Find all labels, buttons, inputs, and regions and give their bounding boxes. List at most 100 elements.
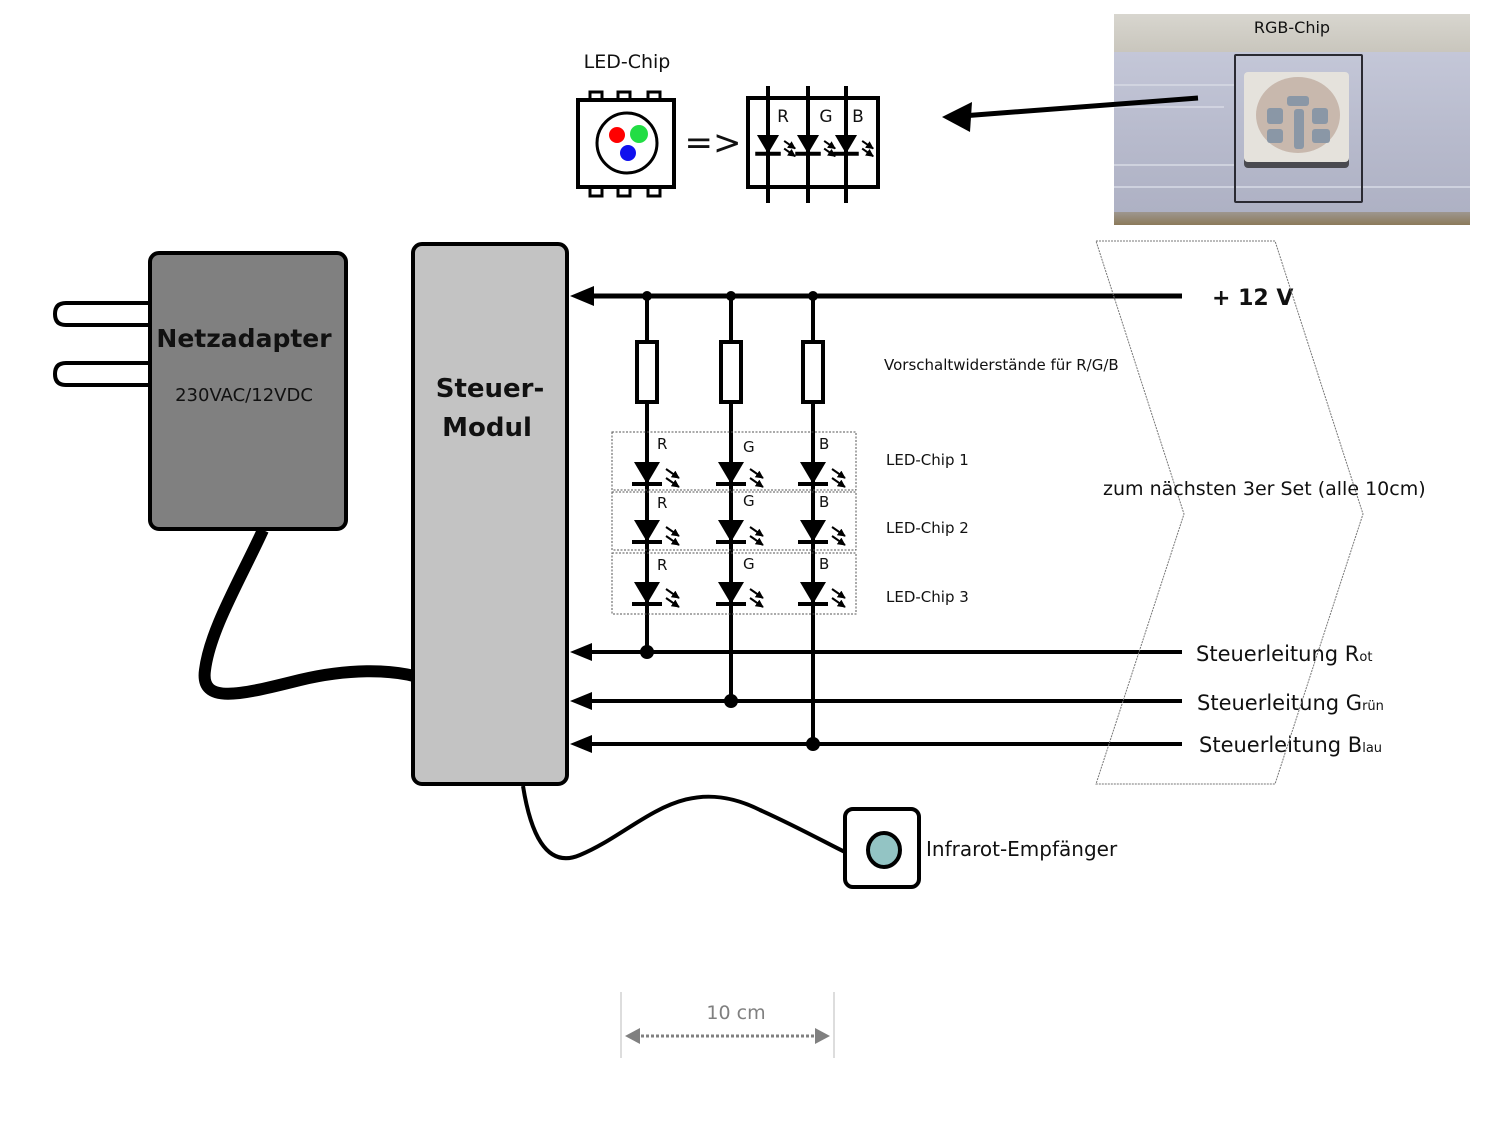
label-main: Steuerleitung [1197,691,1346,715]
chip-die [1312,108,1328,124]
chip1-label-b: B [819,435,829,453]
power-adapter [52,251,348,531]
led-chip-2-box [611,491,857,551]
chip2-r-diode-icon [634,520,660,542]
chip2-r-light-arrow-icon [665,535,680,546]
chip2-label-g: G [743,492,755,510]
label-initial: R [1345,642,1360,666]
led-chip-3-box [611,552,857,615]
chip-die [1267,108,1283,124]
resistor-icon [801,340,825,404]
ir-receiver-lens-icon [866,831,902,869]
chip3-g-diode-icon [718,582,744,604]
led-chip-1-label: LED-Chip 1 [886,451,969,469]
led-chip-3-label: LED-Chip 3 [886,588,969,606]
chip3-r-diode-icon [634,582,660,604]
schematic-label-b: B [852,107,864,127]
chip3-b-diode-icon [800,582,826,604]
photo-pointer-arrowhead [942,102,972,132]
label-initial: G [1346,691,1362,715]
schematic-b-diode-icon [834,135,858,154]
chip2-b-light-arrow-icon [831,526,846,537]
adapter-title: Netzadapter [156,324,332,353]
label-suffix: lau [1362,741,1382,756]
chip-outline [1234,54,1363,203]
control-line-green-label: Steuerleitung Grün [1197,691,1384,715]
label-suffix: ot [1359,650,1372,665]
schematic-b-light-arrow-icon [861,140,874,150]
supply-junction-dot [726,291,736,301]
blue-dot [620,145,636,161]
next-set-chevron [1095,240,1364,785]
schematic-label-g: G [819,107,832,127]
ir-receiver-label: Infrarot-Empfänger [926,837,1118,861]
pcb-trace [1114,84,1234,86]
chip1-r-diode-icon [634,462,660,484]
led-chip-1-box [611,431,857,491]
rgb-chip-photo: RGB-Chip [1114,14,1470,225]
pcb-trace [1114,186,1470,188]
dimension-arrow-right [815,1028,830,1044]
supply-bus-arrowhead [570,286,594,306]
supply-junction-dot [642,291,652,301]
rgb-schematic-icon [746,86,880,203]
schematic-g-light-arrow-icon [823,140,836,150]
chip3-label-g: G [743,555,755,573]
plug-prong [52,361,150,387]
chip3-b-light-arrow-icon [831,588,846,599]
chip2-b-light-arrow-icon [831,535,846,546]
chip2-r-light-arrow-icon [665,526,680,537]
chip1-b-light-arrow-icon [831,468,846,479]
control-module [411,242,569,786]
pcb-trace [1114,164,1234,166]
supply-junction-dot [808,291,818,301]
next-set-label: zum nächsten 3er Set (alle 10cm) [1103,478,1426,500]
chip1-g-light-arrow-icon [749,468,764,479]
chip1-r-light-arrow-icon [665,477,680,488]
control-line-red-label: Steuerleitung Rot [1196,642,1372,666]
schematic-g-diode-icon [796,135,820,154]
chip2-g-light-arrow-icon [749,535,764,546]
chip1-g-diode-icon [718,462,744,484]
pcb-trace [1114,106,1224,108]
dimension-arrow-left [625,1028,640,1044]
led-columns [632,291,846,751]
red-dot [609,127,625,143]
led-chip-2-label: LED-Chip 2 [886,519,969,537]
supply-label: + 12 V [1212,286,1293,311]
schematic-r-light-arrow-icon [783,147,796,158]
chip3-label-b: B [819,555,829,573]
chip1-r-light-arrow-icon [665,468,680,479]
chip2-g-diode-icon [718,520,744,542]
resistor-icon [635,340,659,404]
label-initial: B [1348,733,1362,757]
chip-die [1267,129,1283,143]
chip3-label-r: R [657,556,667,574]
chip1-label-r: R [657,435,667,453]
plug-prong [52,301,150,327]
chip2-b-diode-icon [800,520,826,542]
chip3-g-light-arrow-icon [749,597,764,608]
schematic-b-light-arrow-icon [861,147,874,158]
resistor-icon [719,340,743,404]
chip-die [1294,109,1304,149]
photo-pointer-line [961,95,1199,119]
control-module-line2: Modul [442,413,532,443]
control-line-blue-label: Steuerleitung Blau [1199,733,1382,757]
adapter-body [148,251,348,531]
chip3-b-light-arrow-icon [831,597,846,608]
chip1-g-light-arrow-icon [749,477,764,488]
chip-die [1287,96,1309,106]
label-suffix: rün [1362,699,1384,714]
chip3-r-light-arrow-icon [665,597,680,608]
chip1-label-g: G [743,438,755,456]
equals-arrow: => [685,123,742,163]
chip1-b-light-arrow-icon [831,477,846,488]
label-main: Steuerleitung [1199,733,1348,757]
chip2-label-r: R [657,494,667,512]
ir-cable [521,785,846,861]
led-chip-package-icon [576,90,676,198]
adapter-rating: 230VAC/12VDC [175,385,313,406]
control-line-green-arrowhead [570,692,592,710]
